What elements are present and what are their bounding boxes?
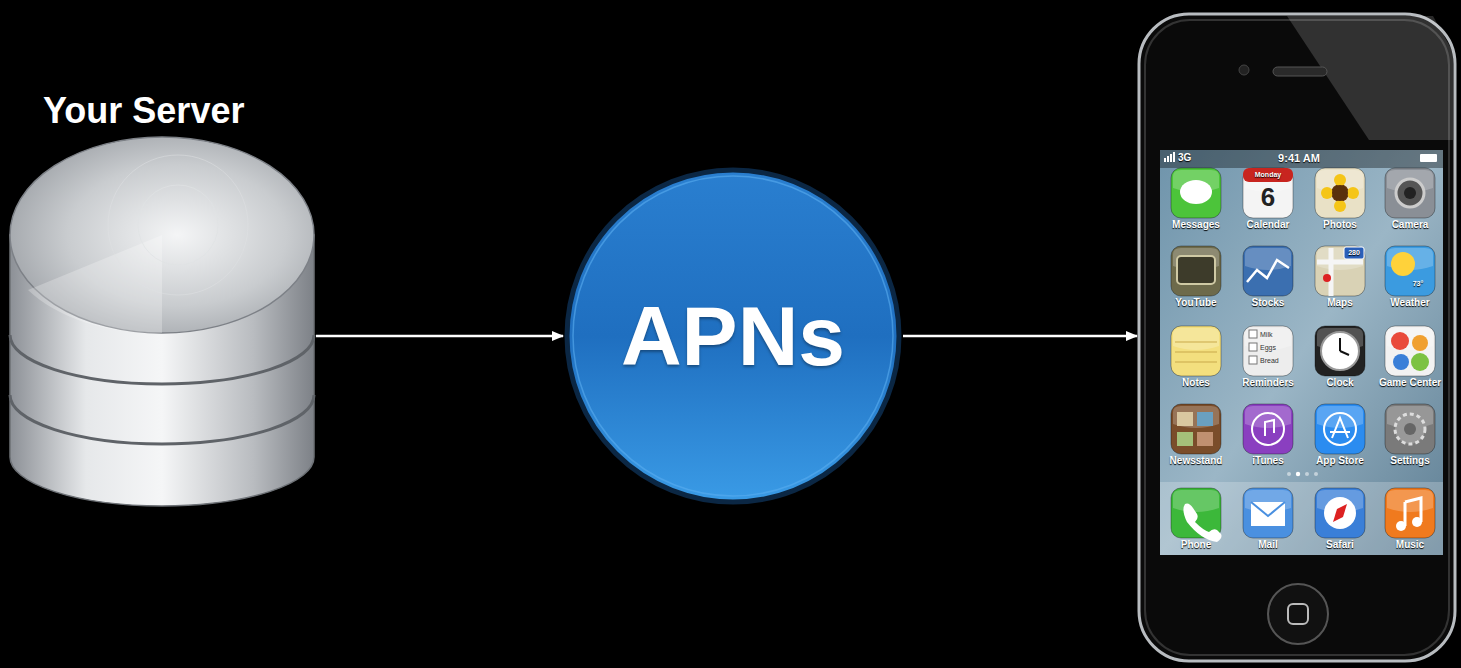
app-label: Newsstand xyxy=(1158,456,1234,466)
iphone-node: 3G 9:41 AM Monday 6MessagesCalendarPhotosCa… xyxy=(1137,12,1457,663)
apns-node: APNs xyxy=(563,166,903,506)
app-label: Calendar xyxy=(1230,220,1306,230)
iphone-illustration xyxy=(1137,12,1457,663)
app-label: Notes xyxy=(1158,378,1234,388)
app-label: 280 xyxy=(1316,249,1392,256)
app-label: Safari xyxy=(1302,540,1378,550)
icon-text: Milk xyxy=(1260,331,1272,338)
app-label: Mail xyxy=(1230,540,1306,550)
app-label: Weather xyxy=(1372,298,1448,308)
app-label: 73° xyxy=(1380,280,1456,287)
icon-text: Eggs xyxy=(1260,344,1276,351)
status-clock: 9:41 AM xyxy=(1261,153,1337,164)
app-label: Clock xyxy=(1302,378,1378,388)
flow-arrow xyxy=(903,335,1137,338)
app-label: Photos xyxy=(1302,220,1378,230)
calendar-day: Monday xyxy=(1230,171,1306,178)
server-node: Your Server xyxy=(8,85,316,508)
app-label: Settings xyxy=(1372,456,1448,466)
app-label: Maps xyxy=(1302,298,1378,308)
app-label: Phone xyxy=(1158,540,1234,550)
app-label: Stocks xyxy=(1230,298,1306,308)
server-cylinder xyxy=(8,85,316,508)
app-label: Camera xyxy=(1372,220,1448,230)
apns-label: APNs xyxy=(621,294,845,378)
icon-text: Bread xyxy=(1260,357,1279,364)
app-label: Game Center xyxy=(1372,378,1448,388)
status-carrier: 3G xyxy=(1178,153,1191,163)
app-label: App Store xyxy=(1302,456,1378,466)
calendar-date: 6 xyxy=(1230,184,1306,210)
app-label: Messages xyxy=(1158,220,1234,230)
app-label: Music xyxy=(1372,540,1448,550)
app-label: iTunes xyxy=(1230,456,1306,466)
flow-arrow xyxy=(316,335,563,338)
app-label: Reminders xyxy=(1230,378,1306,388)
app-label: YouTube xyxy=(1158,298,1234,308)
server-heading: Your Server xyxy=(43,93,244,129)
